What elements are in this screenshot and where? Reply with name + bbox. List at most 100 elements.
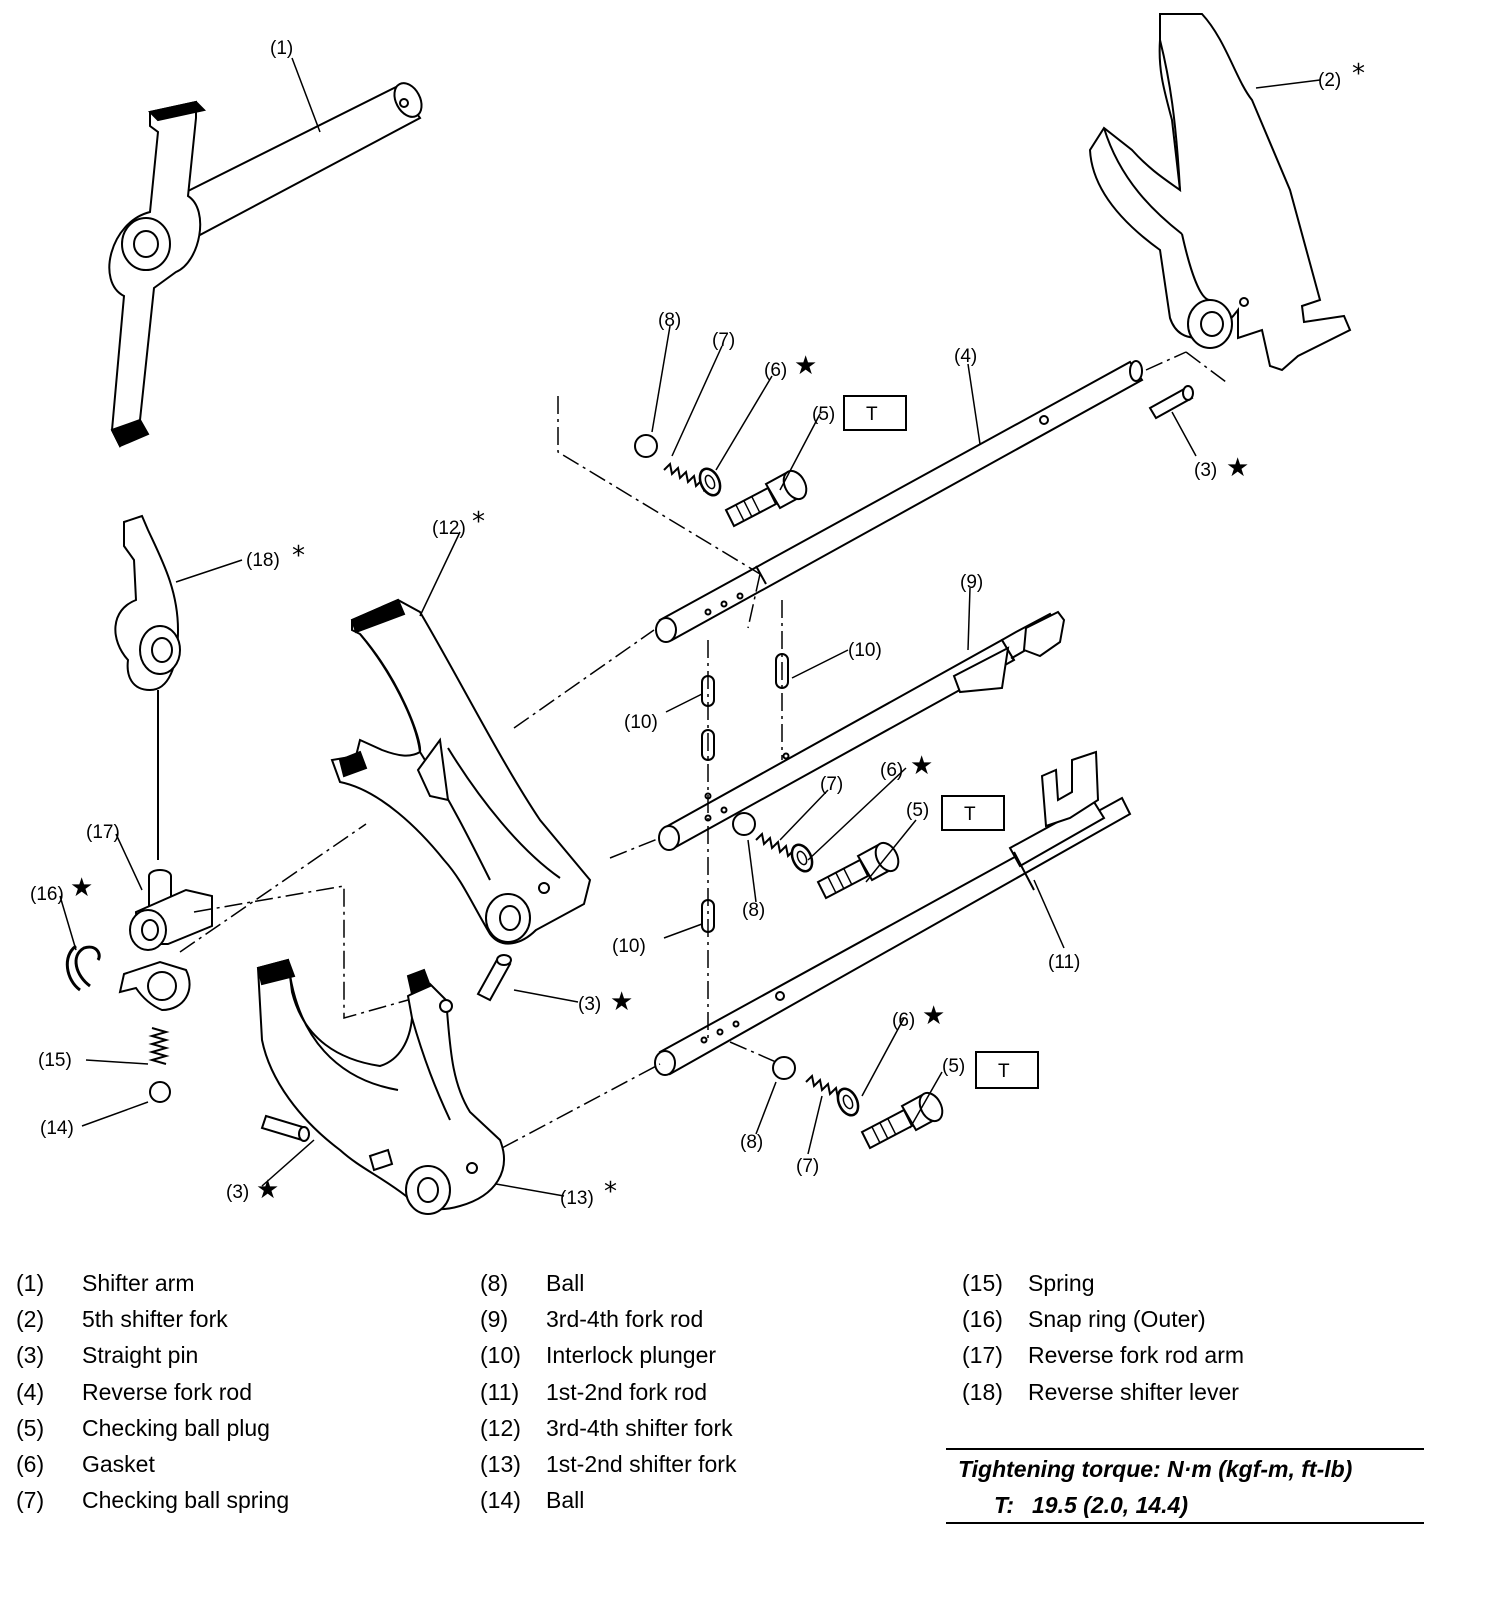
asterisk-mark: * [604,1177,617,1207]
legend-label: Straight pin [82,1342,199,1369]
legend-number: (17) [962,1342,1003,1369]
legend-number: (8) [480,1270,509,1296]
legend-number: (16) [962,1306,1003,1333]
callout-7-bottom: (7) [796,1156,819,1177]
spring-15 [148,1027,170,1065]
callout-18: (18) [246,550,280,571]
legend-item: (12)3rd-4th shifter fork [480,1410,736,1446]
legend-number: (12) [480,1414,521,1441]
checking-ball-set-middle [732,812,904,899]
fifth-shifter-fork [1088,13,1352,372]
legend-number: (10) [480,1342,521,1369]
torque-value-row: T: 19.5 (2.0, 14.4) [994,1492,1188,1519]
straight-pin-bottom [260,1114,310,1142]
legend-item: (8) Ball [480,1265,736,1301]
star-mark: ★ [922,1001,945,1031]
legend-label: Ball [546,1270,585,1296]
assembly-lines [179,351,1227,1149]
tightening-torque-box: Tightening torque: N·m (kgf-m, ft-lb) T:… [946,1448,1424,1524]
legend-item: (17) Reverse fork rod arm [962,1337,1244,1373]
first-second-shifter-fork [256,958,505,1215]
callout-6-bottom: (6) [892,1010,915,1031]
legend-label: Reverse fork rod [82,1378,253,1405]
legend-item: (18) Reverse shifter lever [962,1374,1244,1410]
legend-item: (11) 1st-2nd fork rod [480,1374,736,1410]
callout-2: (2) [1318,70,1341,91]
torque-value: 19.5 (2.0, 14.4) [1032,1492,1188,1518]
star-mark: ★ [610,987,633,1017]
legend-column-3: (15) Spring (16) Snap ring (Outer) (17) Rev… [962,1265,1244,1410]
legend-item: (9) 3rd-4th fork rod [480,1301,736,1337]
legend-item: (6)Gasket [16,1446,289,1482]
legend-item: (15) Spring [962,1265,1244,1301]
reverse-shifter-lever [114,514,181,860]
legend-label: Shifter arm [82,1270,195,1296]
legend-label: Checking ball spring [82,1487,290,1514]
callout-14: (14) [40,1118,74,1139]
third-fourth-shifter-fork [330,598,592,945]
legend-label: Reverse shifter lever [1028,1378,1239,1405]
legend-label: Interlock plunger [546,1342,717,1369]
legend-label: Gasket [82,1451,155,1478]
legend-item: (4) Reverse fork rod [16,1374,289,1410]
callout-3-bottom: (3) [226,1182,249,1203]
legend-label: 1st-2nd fork rod [546,1378,708,1405]
legend-label: Reverse fork rod arm [1028,1342,1245,1369]
legend-number: (18) [962,1378,1003,1405]
callout-5-bottom: (5) [942,1056,965,1077]
legend-item: (16) Snap ring (Outer) [962,1301,1244,1337]
callout-10-upper-right: (10) [848,640,882,661]
leader-lines [59,57,1321,1197]
checking-ball-set-top [634,434,812,527]
third-fourth-fork-rod [658,610,1066,851]
asterisk-mark: * [292,541,305,571]
legend-label: Checking ball plug [82,1414,270,1441]
torque-heading: Tightening torque: N·m (kgf-m, ft-lb) [958,1456,1353,1482]
callout-16: (16) [30,884,64,905]
legend-number: (1) [16,1270,45,1296]
callout-5-top: (5) [812,404,835,425]
callout-12: (12) [432,518,466,539]
torque-symbol: T: [994,1492,1015,1518]
callout-6-top: (6) [764,360,787,381]
callout-5-middle: (5) [906,800,929,821]
legend-label: 1st-2nd shifter fork [546,1451,737,1478]
star-mark: ★ [910,751,933,781]
legend-label: Snap ring (Outer) [1028,1306,1206,1333]
shifter-arm [108,82,423,448]
straight-pin-top [1148,385,1194,420]
legend-number: (7) [16,1487,45,1514]
ball-14 [149,1081,171,1103]
first-second-fork-rod [654,750,1132,1076]
legend-item: (1) Shifter arm [16,1265,289,1301]
legend-label: 3rd-4th fork rod [546,1306,704,1333]
callout-9: (9) [960,572,983,593]
legend-number: (9) [480,1306,509,1333]
callout-7-middle: (7) [820,774,843,795]
reverse-fork-rod [655,360,1144,643]
legend-number: (14) [480,1487,521,1514]
star-mark: ★ [794,351,817,381]
checking-ball-set-bottom [772,1056,948,1149]
callout-11: (11) [1048,952,1080,973]
asterisk-mark: * [1352,59,1365,89]
marks: * * * * ★ ★ ★ ★ ★ ★ ★ [70,59,1365,1207]
reverse-fork-rod-arm [118,869,213,1012]
star-mark: ★ [1226,453,1249,483]
legend-label: Ball [546,1487,585,1514]
callout-3-top: (3) [1194,460,1217,481]
legend-number: (4) [16,1378,45,1405]
callout-10-upper-left: (10) [624,712,658,733]
legend-item: (5)Checking ball plug [16,1410,289,1446]
legend-label: 5th shifter fork [82,1306,228,1333]
legend-label: Spring [1028,1270,1095,1296]
torque-boxes [843,395,1039,1089]
exploded-diagram: T T T (1) (2) (3) (3) (3) (4) (5) (5) (5… [30,13,1365,1215]
callout-10-lower: (10) [612,936,646,957]
legend-number: (11) [480,1378,520,1405]
legend-number: (15) [962,1270,1003,1296]
legend-item: (13)1st-2nd shifter fork [480,1446,736,1482]
callout-6-middle: (6) [880,760,903,781]
callout-1: (1) [270,38,293,59]
legend-item: (7) Checking ball spring [16,1482,289,1518]
